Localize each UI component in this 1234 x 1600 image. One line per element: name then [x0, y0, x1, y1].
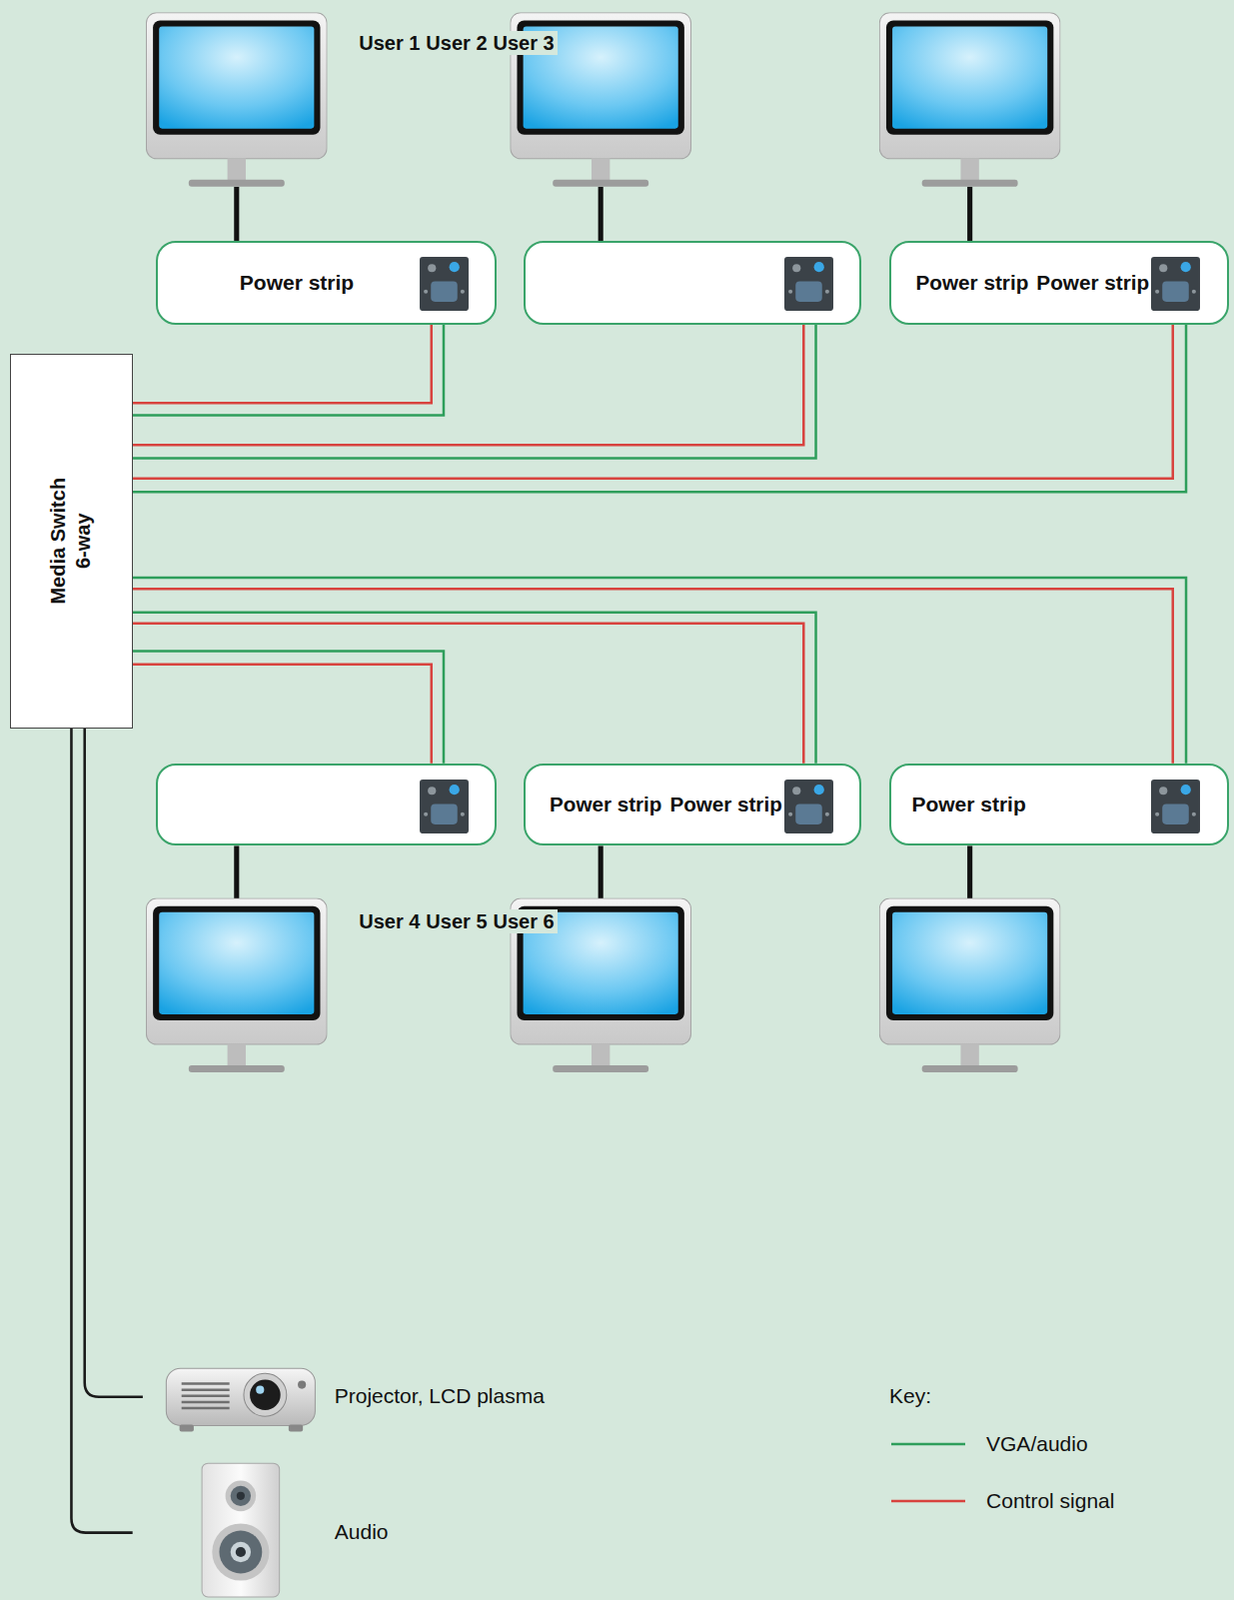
socket-icon [419, 779, 469, 834]
legend-entry: VGA/audio [890, 1414, 1115, 1472]
user-label: User 2 [422, 30, 490, 55]
socket-icon [1151, 256, 1201, 311]
node-text-holder: Power stripPower strip [916, 242, 1151, 323]
vga-audio-cable [132, 324, 817, 459]
user-label: User 3 [490, 30, 558, 55]
power-strip-box: Power strip [889, 763, 1230, 847]
socket-icon [784, 779, 834, 834]
device-label: Projector, LCD plasma [334, 1382, 545, 1409]
power-strip-box [523, 240, 863, 325]
power-strip-box: Power stripPower strip [889, 240, 1230, 325]
control-signal-cable [132, 623, 805, 764]
vga-audio-cable [132, 324, 1187, 492]
vga-audio-line-sample [890, 1440, 967, 1447]
vga-audio-cable [132, 324, 444, 416]
user-label: User 5 [422, 909, 490, 934]
power-strip-label: Power strip [549, 791, 662, 818]
vga-audio-cable [132, 577, 1187, 764]
control-signal-line-sample [890, 1497, 967, 1504]
power-strip-label: Power strip [916, 269, 1030, 296]
legend-text: Control signal [986, 1488, 1115, 1513]
legend-text: VGA/audio [986, 1431, 1089, 1456]
media-switch-box: Media Switch6-way [9, 353, 132, 729]
power-strip-box: Power strip Power strip [523, 763, 863, 847]
control-signal-cable [132, 664, 432, 764]
switch-label: 6-way [70, 513, 96, 570]
monitor-stand-lines [236, 186, 971, 901]
audio-label: Audio [334, 1518, 389, 1545]
socket-icon [1151, 779, 1201, 834]
node-text-holder: Power strip [911, 765, 1026, 845]
user-label: User 4 [355, 909, 423, 934]
power-strip-label: Power strip [1036, 269, 1150, 296]
switch-label: Media Switch [45, 477, 71, 605]
power-strip-box: Power strip [155, 240, 497, 325]
monitor-icons [145, 12, 1061, 1073]
node-text-holder: Media Switch6-way [9, 353, 132, 729]
user-label-row: User 1User 2User 3 [355, 30, 557, 55]
node-text-holder: Power strip [239, 242, 354, 323]
vga-audio-cable [132, 612, 817, 764]
control-signal-cable [132, 324, 805, 446]
legend-entry: Control signal [890, 1471, 1115, 1529]
power-strip-box [155, 763, 497, 847]
socket-icon [419, 256, 469, 311]
power-strip-label: Power strip [669, 791, 782, 818]
vga-audio-cable [132, 650, 444, 763]
power-strip-label: Power strip [911, 791, 1026, 818]
device-label: Audio [334, 1518, 389, 1545]
projector-icon [165, 1367, 315, 1431]
projector-label: Projector, LCD plasma [334, 1382, 545, 1409]
legend-heading: Key: [889, 1382, 932, 1409]
power-strip-label: Power strip [239, 269, 354, 296]
speaker-icon [201, 1462, 280, 1597]
user-label: User 6 [490, 909, 558, 934]
switch-output-wires [70, 728, 142, 1533]
socket-icon [784, 256, 834, 311]
legend: VGA/audioControl signal [890, 1414, 1115, 1529]
user-label: User 1 [355, 30, 423, 55]
control-signal-cable [132, 324, 1174, 479]
control-signal-cable [132, 588, 1174, 764]
control-signal-cable [132, 324, 432, 404]
user-label-row: User 4User 5User 6 [355, 909, 557, 934]
legend-title: Key: [889, 1382, 932, 1409]
node-text-holder: Power strip Power strip [549, 765, 783, 845]
